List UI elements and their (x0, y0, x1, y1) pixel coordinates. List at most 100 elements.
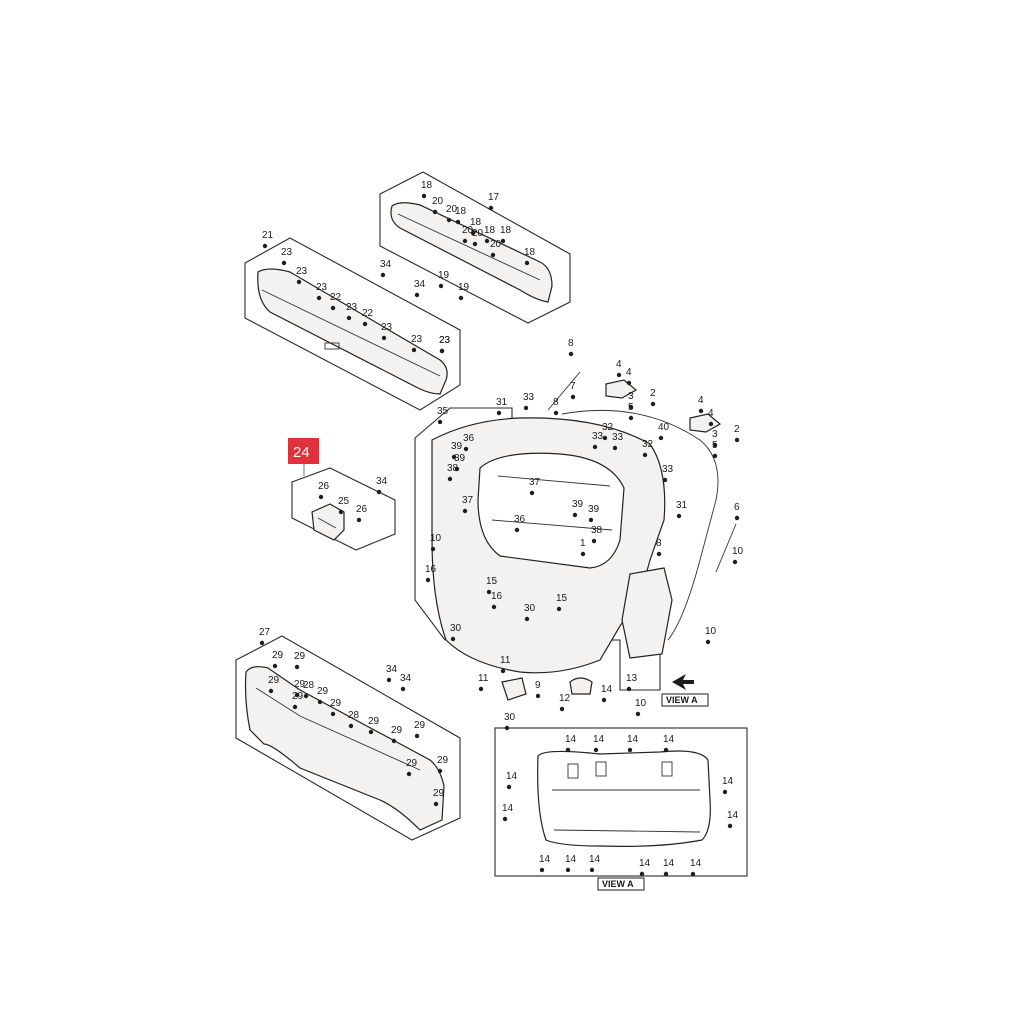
part-callout-door: 11 (478, 673, 489, 684)
fastener-dot (463, 446, 469, 452)
fastener-dot (330, 711, 336, 717)
part-callout-door: 16 (491, 591, 503, 602)
fastener-dot (612, 445, 618, 451)
fastener-dot (627, 747, 633, 753)
fastener-dot (486, 589, 492, 595)
part-callout-door: 6 (734, 502, 740, 513)
part-callout-g21: 21 (262, 230, 274, 241)
part-callout-g21: 23 (281, 247, 293, 258)
part-callout-g17: 19 (438, 270, 450, 281)
part-callout-door: 14 (601, 684, 613, 695)
fastener-dot (421, 193, 427, 199)
fastener-dot (432, 209, 438, 215)
fastener-dot (281, 260, 287, 266)
fastener-dot (368, 729, 374, 735)
part-callout-door: 35 (437, 406, 449, 417)
part-callout-g21: 23 (411, 334, 423, 345)
part-callout-door: 10 (635, 698, 647, 709)
fastener-dot (727, 823, 733, 829)
view-a-caption: VIEW A (602, 879, 634, 889)
fastener-dot (437, 419, 443, 425)
fastener-dot (535, 693, 541, 699)
part-callout-g21: 23 (381, 322, 393, 333)
fastener-dot (478, 686, 484, 692)
fastener-dot (454, 466, 460, 472)
fastener-dot (556, 606, 562, 612)
gas-strut-part-7 (547, 371, 581, 411)
highlight-badge (288, 438, 319, 464)
part-callout-door: 11 (500, 655, 511, 666)
part-callout-g17: 18 (470, 217, 482, 228)
part-callout-door: 4 (698, 395, 704, 406)
part-callout-door: 36 (463, 433, 475, 444)
garnish-group-panel (244, 237, 461, 411)
part-callout-g17: 18 (421, 180, 433, 191)
part-callout-viewa: 14 (663, 858, 675, 869)
part-callout-door: 40 (658, 422, 670, 433)
part-callout-g27: 29 (292, 691, 304, 702)
part-callout-door: 13 (626, 673, 638, 684)
fastener-dot (712, 453, 718, 459)
fastener-dot (500, 238, 506, 244)
fastener-dot (524, 260, 530, 266)
part-callout-g24: 25 (338, 496, 350, 507)
fastener-dot (406, 771, 412, 777)
fastener-dot (414, 292, 420, 298)
part-callout-door: 10 (732, 546, 744, 557)
part-callout-door: 10 (430, 533, 442, 544)
fastener-dot (411, 347, 417, 353)
fastener-dot (318, 494, 324, 500)
fastener-dot (472, 241, 478, 247)
part-callout-door: 10 (705, 626, 717, 637)
fastener-dot (523, 405, 529, 411)
fastener-dot (294, 692, 300, 698)
fastener-dot (592, 444, 598, 450)
part-callout-door: 33 (612, 432, 624, 443)
part-callout-g27: 29 (391, 725, 403, 736)
part-callout-viewa: 14 (589, 854, 601, 865)
part-callout-g27: 29 (294, 651, 306, 662)
fastener-dot (601, 697, 607, 703)
back-door-group (414, 371, 737, 701)
fastener-dot (572, 512, 578, 518)
part-callout-g27: 29 (272, 650, 284, 661)
fastener-dot (381, 335, 387, 341)
part-callout-door: 39 (451, 441, 463, 452)
part-callout-g21: 22 (362, 308, 374, 319)
fastener-dot (296, 279, 302, 285)
fastener-dot (514, 527, 520, 533)
part-callout-door: 33 (592, 431, 604, 442)
part-callout-g17: 20 (490, 239, 502, 250)
part-callout-g27: 29 (317, 686, 329, 697)
garnish-part-21 (257, 268, 448, 395)
part-callout-door: 39 (572, 499, 584, 510)
fastener-dot (376, 489, 382, 495)
part-callout-viewa: 14 (565, 734, 577, 745)
part-callout-g27: 29 (268, 675, 280, 686)
view-a-door-outline (537, 750, 711, 847)
part-callout-door: 5 (712, 440, 718, 451)
part-callout-door: 8 (656, 538, 662, 549)
fastener-dot (591, 538, 597, 544)
fastener-dot (553, 410, 559, 416)
spoiler-group-panel (379, 171, 571, 324)
fastener-dot (433, 801, 439, 807)
fastener-dot (500, 668, 506, 674)
fastener-dot (447, 476, 453, 482)
fastener-dot (346, 315, 352, 321)
fastener-dot (616, 372, 622, 378)
part-callout-g17: 18 (455, 206, 467, 217)
part-callout-g27: 29 (294, 679, 306, 690)
part-callout-door: 16 (425, 564, 437, 575)
part-callout-door: 33 (523, 392, 535, 403)
fastener-dot (712, 442, 718, 448)
fastener-dot (451, 454, 457, 460)
part-callout-viewa: 14 (727, 810, 739, 821)
part-callout-g21: 22 (330, 292, 342, 303)
part-callout-viewa: 14 (539, 854, 551, 865)
fastener-dot (294, 664, 300, 670)
part-callout-door: 31 (496, 397, 508, 408)
part-callout-door: 38 (591, 525, 603, 536)
fastener-dot (580, 551, 586, 557)
fastener-dot (734, 515, 740, 521)
